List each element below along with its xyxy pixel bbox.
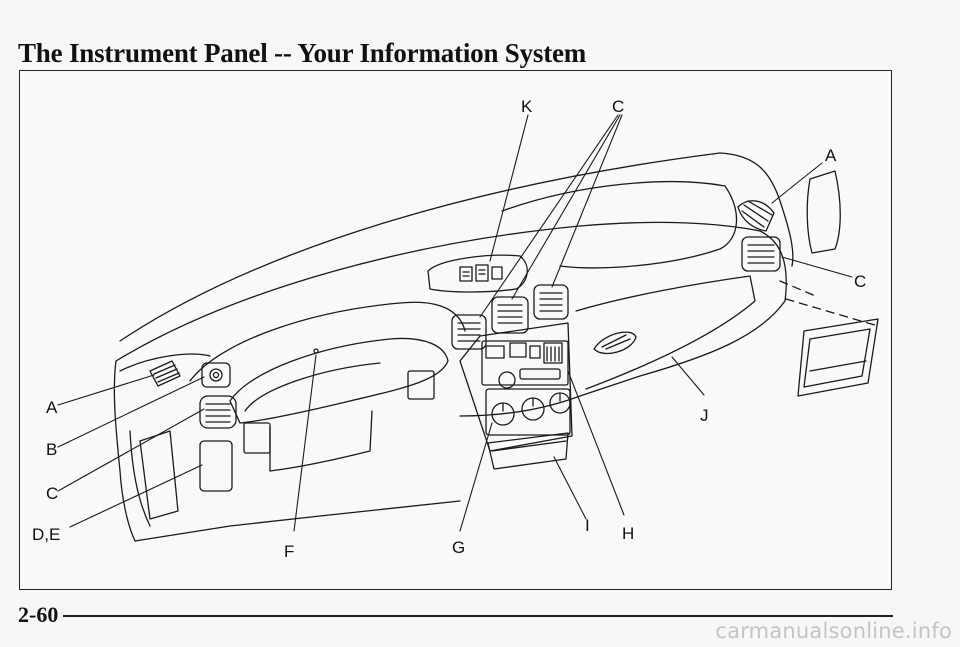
instrument-panel-figure: K C A C A B C D,E F G I H J (19, 70, 892, 590)
left-dash-vent-icon (199, 395, 237, 429)
callout-f: F (284, 542, 294, 561)
leader-h (567, 370, 625, 516)
leader-c-right (781, 256, 853, 278)
callout-k: K (521, 97, 533, 116)
leader-de (69, 464, 203, 528)
glove-box-latch-icon (593, 331, 637, 354)
center-switch-panel (407, 370, 435, 400)
center-stack (407, 254, 573, 470)
leader-lines (57, 114, 853, 532)
leader-b (57, 376, 205, 448)
callout-a-left: A (46, 398, 58, 417)
center-vent-middle-icon (491, 296, 529, 334)
leader-c-top-2 (511, 114, 621, 300)
headlamp-switch-icon (201, 362, 231, 388)
instrument-panel-diagram: K C A C A B C D,E F G I H J (32, 97, 879, 561)
leader-c-top-1 (479, 114, 619, 318)
left-controls (129, 360, 271, 527)
callout-a-right: A (825, 146, 837, 165)
climate-control-icon (485, 388, 571, 436)
cluster-indicator-icon (313, 348, 319, 354)
callout-j: J (700, 406, 709, 425)
callout-h: H (622, 524, 634, 543)
leader-c-left (57, 408, 205, 492)
leader-f (293, 354, 317, 532)
watermark: carmanualsonline.info (715, 619, 952, 643)
leader-c-top-3 (551, 114, 623, 288)
page-number: 2-60 (18, 602, 59, 627)
leader-g (459, 422, 493, 532)
callout-labels: K C A C A B C D,E F G I H J (32, 97, 866, 561)
callout-b: B (46, 440, 57, 459)
leader-i (553, 456, 587, 520)
callout-c-top: C (612, 97, 624, 116)
right-side-vent-icon (737, 200, 775, 232)
center-vent-right-icon (533, 284, 569, 320)
leader-a-right (771, 162, 823, 204)
exploded-component-icon (779, 280, 879, 397)
footer-rule (63, 615, 893, 617)
knee-panel-switches (129, 430, 233, 527)
center-display-icon (427, 254, 528, 293)
instrument-cluster (189, 301, 466, 472)
side-window (806, 170, 841, 254)
ashtray-icon (487, 432, 569, 470)
right-dash-vent-icon (741, 236, 781, 272)
dashboard-body (113, 152, 794, 542)
passenger-side (575, 170, 879, 397)
page-title: The Instrument Panel -- Your Information… (18, 38, 587, 68)
left-side-vent-icon (149, 360, 181, 387)
callout-i: I (585, 516, 590, 535)
callout-de: D,E (32, 525, 60, 544)
center-vent-left-icon (451, 314, 487, 350)
leader-j (671, 356, 705, 396)
callout-g: G (452, 538, 465, 557)
left-knee-switch (243, 422, 271, 454)
callout-c-right: C (854, 272, 866, 291)
leader-k (489, 114, 529, 262)
radio-unit-icon (481, 340, 569, 389)
leader-a-left (57, 374, 155, 406)
callout-c-left: C (46, 484, 58, 503)
